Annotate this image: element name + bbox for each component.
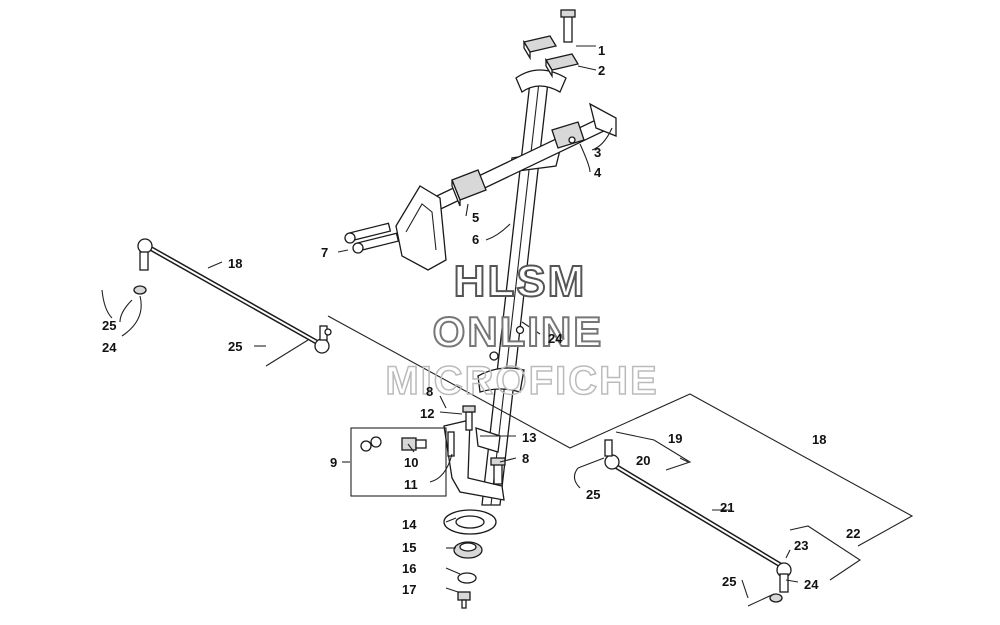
callout-9: 9 [330,455,337,470]
callout-20: 20 [636,453,650,468]
watermark-line-2: ONLINE [433,308,604,355]
callout-24-center: 24 [548,331,563,346]
watermark-line-1: HLSM [454,257,587,306]
callout-1: 1 [598,43,605,58]
callout-25-left-top: 25 [102,318,116,333]
leader-lines [101,45,799,599]
callout-11: 11 [404,477,418,492]
watermark-line-3: MICROFICHE [385,359,658,403]
lower-support-assembly [350,405,506,609]
callout-15: 15 [402,540,416,555]
callout-8-lower: 8 [522,451,529,466]
left-tie-rod [133,238,332,367]
callout-25-right-bottom: 25 [722,574,736,589]
upper-clamp-blocks [522,9,580,79]
callout-22: 22 [846,526,860,541]
callout-10: 10 [404,455,418,470]
callout-17: 17 [402,582,416,597]
callout-7: 7 [321,245,328,260]
callout-25-right-top: 25 [586,487,600,502]
callout-18-right: 18 [812,432,826,447]
callout-12: 12 [420,406,434,421]
callout-25-left-mid: 25 [228,339,242,354]
upper-mounting-bar [419,102,617,217]
callout-24-left: 24 [102,340,117,355]
callout-24-right: 24 [804,577,819,592]
callout-21: 21 [720,500,734,515]
callout-4: 4 [594,165,602,180]
callout-6: 6 [472,232,479,247]
assembly-brackets [327,315,914,581]
callout-2: 2 [598,63,605,78]
callout-3: 3 [594,145,601,160]
right-tie-rod [577,439,792,607]
callout-14: 14 [402,517,417,532]
support-bracket [344,185,447,271]
callout-13: 13 [522,430,536,445]
callout-18-left: 18 [228,256,242,271]
callout-16: 16 [402,561,416,576]
watermark: HLSM ONLINE MICROFICHE [385,256,658,404]
callout-19: 19 [668,431,682,446]
callout-8-upper: 8 [426,384,433,399]
callout-labels: 1 2 3 4 5 6 7 18 25 24 25 24 8 12 13 9 1… [102,43,860,597]
callout-23: 23 [794,538,808,553]
callout-5: 5 [472,210,479,225]
